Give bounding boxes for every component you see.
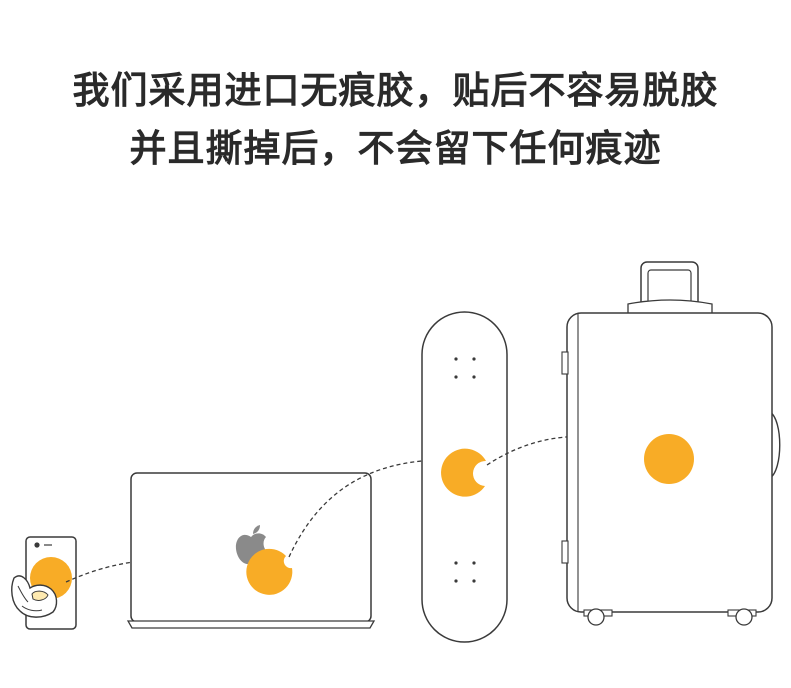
arrow-icon [288, 455, 440, 558]
hand-icon [11, 575, 58, 618]
headline: 我们采用进口无痕胶，贴后不容易脱胶 并且撕掉后，不会留下任何痕迹 [0, 62, 791, 178]
arrow-icon [486, 435, 654, 466]
headline-line-1: 我们采用进口无痕胶，贴后不容易脱胶 [72, 69, 719, 112]
headline-line-2: 并且撕掉后，不会留下任何痕迹 [129, 127, 662, 170]
suitcase-sticker [644, 434, 694, 484]
skateboard-sticker [441, 448, 486, 497]
laptop-sticker [246, 548, 293, 595]
